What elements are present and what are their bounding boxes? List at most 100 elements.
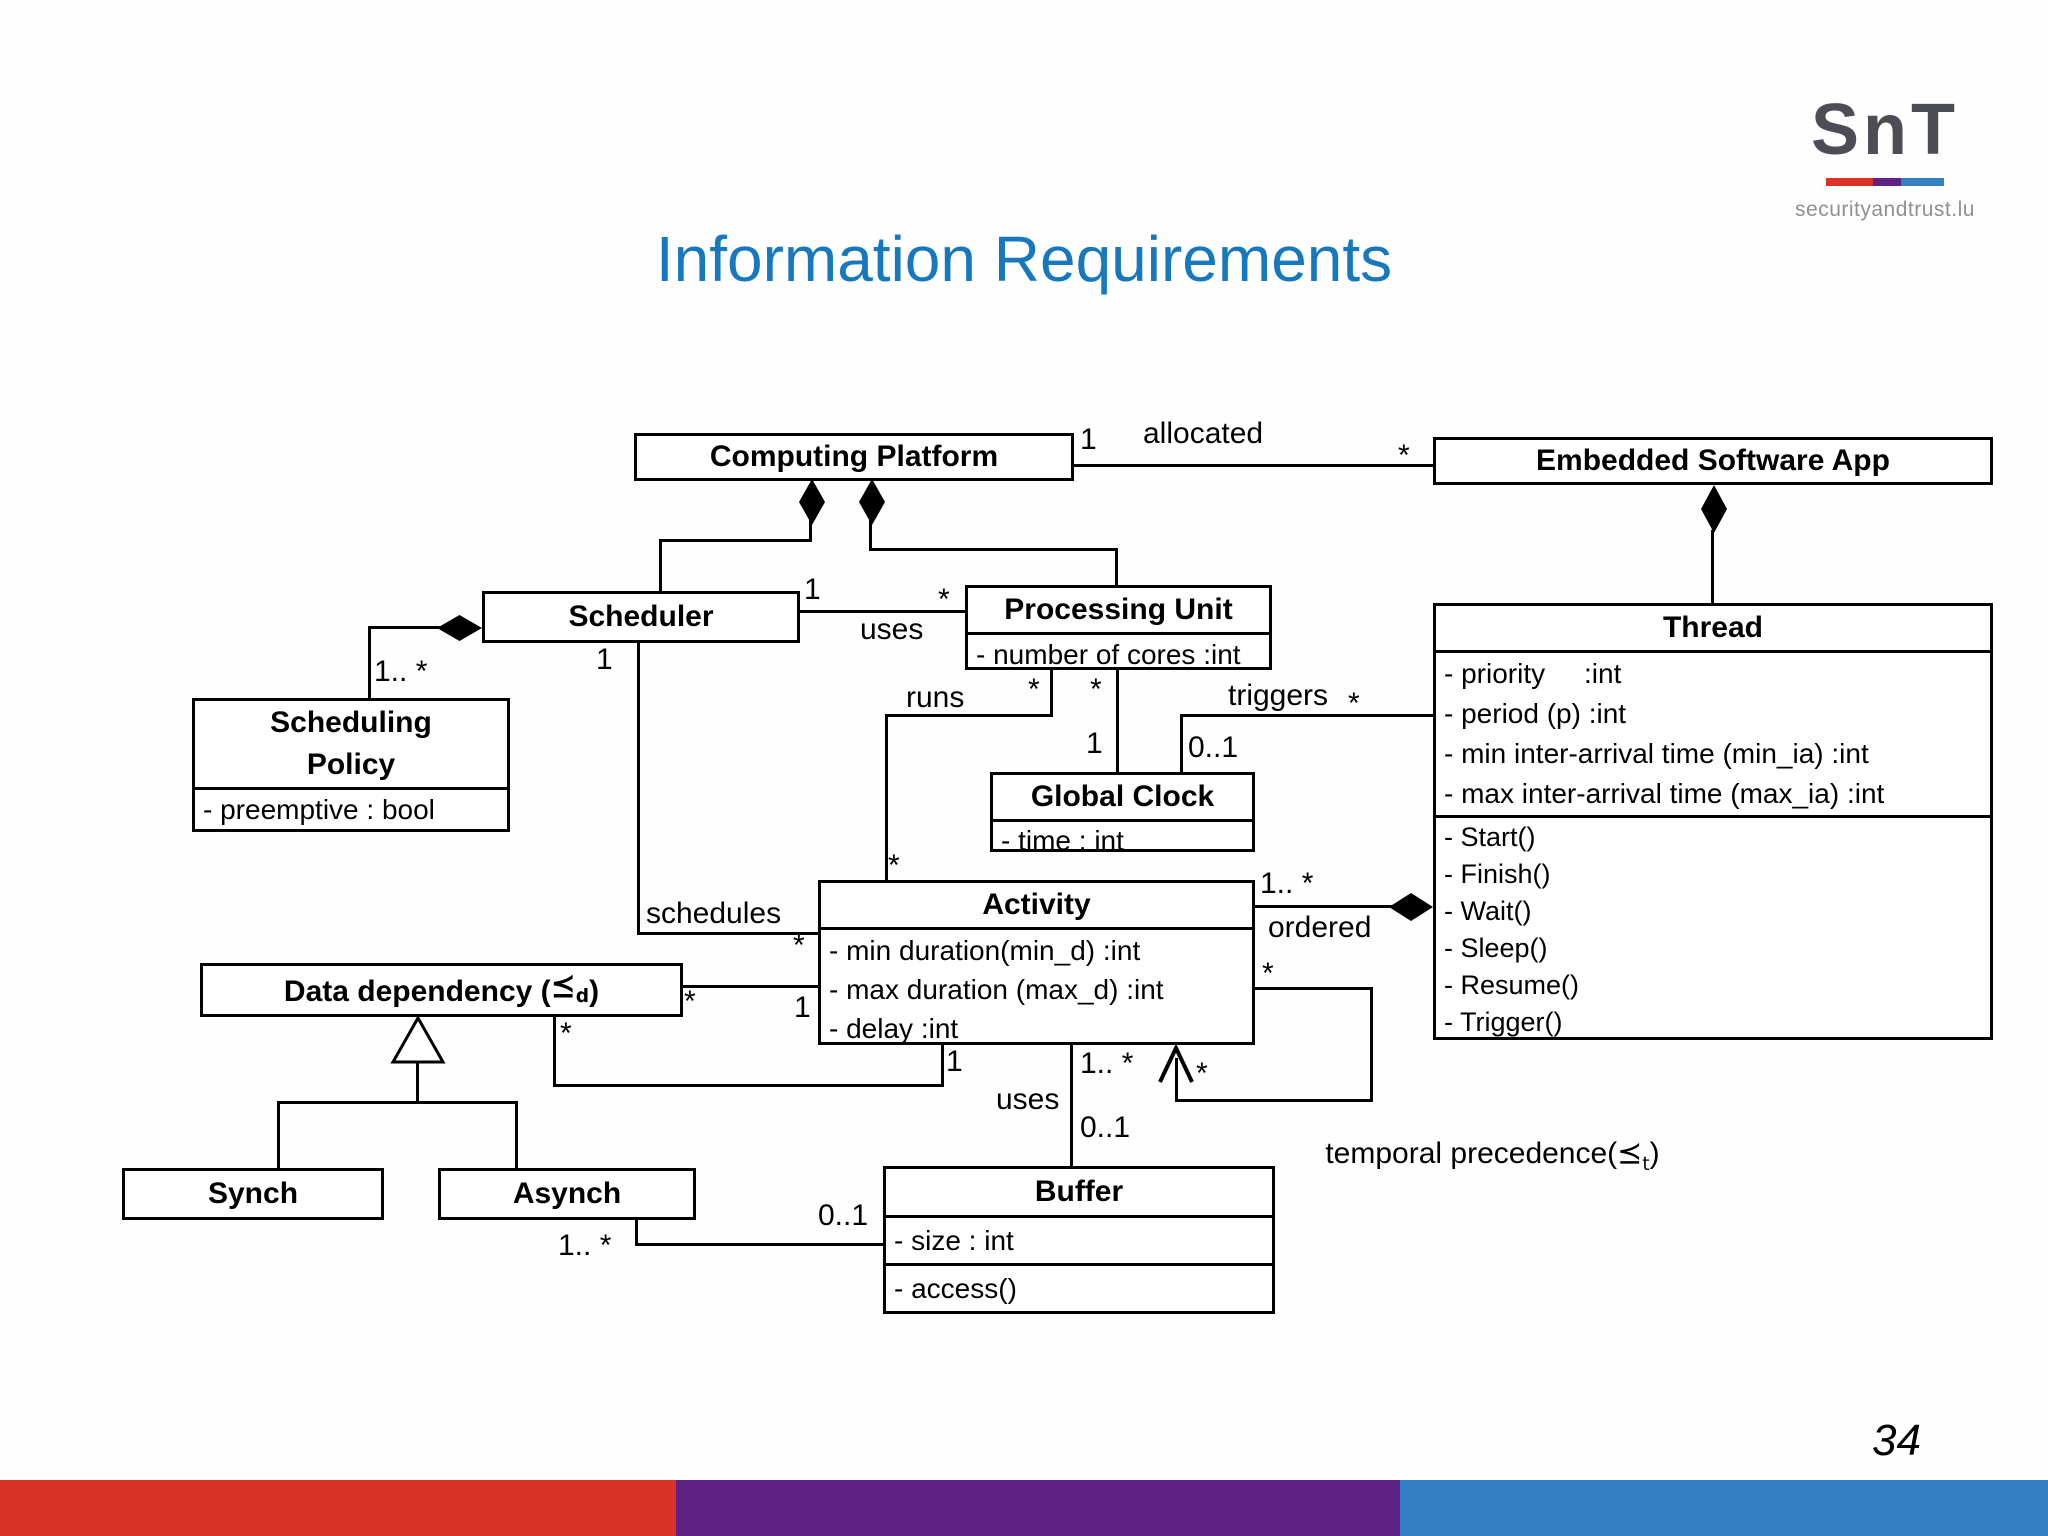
- class-method: - Finish(): [1444, 859, 1551, 889]
- class-attribute: - preemptive : bool: [203, 794, 435, 825]
- datadep-activity-line: [553, 1084, 944, 1087]
- class-attributes: - priority :int - period (p) :int - min in…: [1436, 650, 1990, 815]
- datadep-activity-line: [553, 1017, 556, 1087]
- multiplicity: 1.. *: [1260, 867, 1314, 900]
- connector-line: [809, 520, 812, 542]
- multiplicity: *: [1028, 673, 1040, 706]
- uses-label: uses: [860, 613, 924, 646]
- runs-line: [1050, 670, 1053, 717]
- composition-diamond-platform-pu: [859, 479, 885, 525]
- class-title: Buffer: [1034, 1175, 1124, 1208]
- datadep-activity-line: [941, 1045, 944, 1087]
- connector-line: [869, 520, 872, 551]
- multiplicity: 1: [1080, 423, 1097, 456]
- connector-line: [1115, 548, 1118, 585]
- class-buffer: Buffer - size : int - access(): [883, 1166, 1275, 1314]
- class-title: Data dependency (⪯d): [203, 966, 680, 1017]
- class-attribute: - time : int: [1001, 825, 1124, 856]
- connector-line: [416, 1063, 419, 1104]
- class-attribute: - max inter-arrival time (max_ia) :int: [1444, 778, 1885, 809]
- class-attribute: - number of cores :int: [976, 639, 1241, 670]
- asynch-buffer-line: [635, 1243, 883, 1246]
- snt-logo-text: SnT: [1811, 90, 1959, 170]
- triggers-line: [1180, 714, 1183, 772]
- precedes-symbol: ⪯d: [550, 968, 590, 1007]
- logo-bar-purple: [1873, 178, 1901, 186]
- multiplicity: 0..1: [1080, 1111, 1131, 1144]
- class-title: Synch: [207, 1177, 299, 1210]
- connector-line: [659, 539, 662, 591]
- multiplicity: 0..1: [1188, 731, 1239, 764]
- precedes-symbol: ⪯t: [1617, 1136, 1650, 1176]
- class-attribute: - min inter-arrival time (min_ia) :int: [1444, 738, 1869, 769]
- multiplicity: 1: [794, 991, 811, 1024]
- class-scheduler: Scheduler: [482, 591, 800, 643]
- asynch-buffer-line: [635, 1220, 638, 1246]
- class-attribute: - min duration(min_d) :int: [829, 935, 1141, 966]
- class-attribute: - size : int: [894, 1224, 1014, 1256]
- composition-diamond-thread-activity: [1389, 893, 1433, 921]
- class-method: - Resume(): [1444, 970, 1580, 1000]
- temporal-line: [1175, 1058, 1178, 1102]
- class-methods: - Start()- Finish()- Wait()- Sleep()- Re…: [1436, 815, 1990, 1042]
- class-attributes: - preemptive : bool: [195, 787, 507, 830]
- allocated-line: [1074, 464, 1433, 467]
- footer-bar-purple: [676, 1480, 1400, 1536]
- class-activity: Activity - min duration(min_d) :int - max…: [818, 880, 1255, 1045]
- class-attribute: - priority :int: [1444, 658, 1622, 689]
- class-title: Asynch: [512, 1177, 622, 1210]
- multiplicity: *: [1398, 439, 1410, 472]
- logo-bar-blue: [1901, 178, 1944, 186]
- runs-line: [885, 714, 1053, 717]
- class-method: - access(): [894, 1272, 1017, 1304]
- temporal-line: [1255, 987, 1373, 990]
- multiplicity: 1.. *: [558, 1229, 612, 1262]
- class-processing-unit: Processing Unit - number of cores :int: [965, 585, 1272, 670]
- schedules-line: [637, 932, 818, 935]
- multiplicity: *: [793, 929, 805, 962]
- class-title: Scheduler: [568, 600, 714, 633]
- class-title: Computing Platform: [709, 440, 999, 473]
- generalization-triangle-icon: [390, 1014, 446, 1064]
- class-attribute: - delay :int: [829, 1013, 959, 1044]
- class-title: Global Clock: [1030, 780, 1215, 813]
- logo-bar-red: [1826, 178, 1873, 186]
- multiplicity: *: [1262, 957, 1274, 990]
- temporal-line: [1175, 1099, 1373, 1102]
- class-methods: - access(): [886, 1263, 1272, 1311]
- class-title: Activity: [982, 888, 1091, 921]
- class-attribute: - max duration (max_d) :int: [829, 974, 1164, 1005]
- schedules-label: schedules: [646, 897, 782, 930]
- pu-clock-line: [1116, 670, 1119, 772]
- snt-logo-tricolor-bar: [1826, 178, 1944, 186]
- class-attributes: - size : int: [886, 1215, 1272, 1263]
- connector-line: [659, 539, 812, 542]
- connector-line: [515, 1101, 518, 1168]
- runs-line: [885, 714, 888, 880]
- multiplicity: 1.. *: [1080, 1047, 1134, 1080]
- page-number: 34: [1872, 1416, 1921, 1465]
- multiplicity: *: [560, 1017, 572, 1050]
- triggers-line: [1180, 714, 1433, 717]
- class-synch: Synch: [122, 1168, 384, 1220]
- multiplicity: *: [888, 849, 900, 882]
- temporal-arrowhead-icon: [1158, 1043, 1194, 1083]
- runs-label: runs: [906, 681, 965, 714]
- schedules-line: [637, 643, 640, 935]
- footer-bar-red: [0, 1480, 676, 1536]
- ordered-label: ordered: [1268, 911, 1372, 944]
- class-method: - Sleep(): [1444, 933, 1548, 963]
- class-title: Scheduling Policy: [270, 706, 432, 781]
- composition-diamond-scheduler-policy: [437, 615, 482, 641]
- class-attributes: - time : int: [993, 819, 1252, 860]
- multiplicity: 1: [1086, 727, 1103, 760]
- connector-line: [368, 626, 371, 698]
- class-asynch: Asynch: [438, 1168, 696, 1220]
- footer-bar-blue: [1400, 1480, 2048, 1536]
- class-attribute: - period (p) :int: [1444, 698, 1627, 729]
- class-global-clock: Global Clock - time : int: [990, 772, 1255, 856]
- connector-line: [277, 1101, 280, 1168]
- class-attributes: - min duration(min_d) :int - max duration…: [821, 927, 1252, 1049]
- snt-logo: SnT securityandtrust.lu: [1770, 82, 2000, 222]
- composition-diamond-platform-scheduler: [799, 479, 825, 525]
